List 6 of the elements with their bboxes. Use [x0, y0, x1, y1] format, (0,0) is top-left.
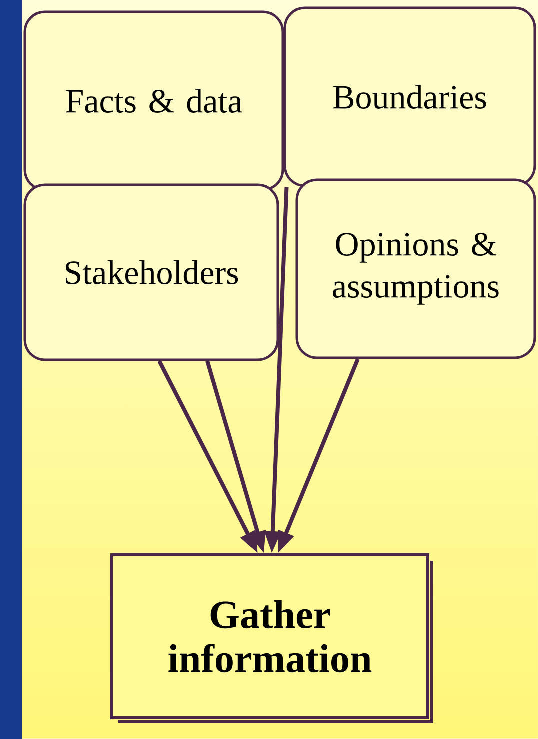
rounded-box: Stakeholders [24, 184, 280, 362]
rounded-box: Opinions & assumptions [296, 178, 536, 360]
process-box: Gather information [110, 554, 430, 720]
node-label: Boundaries [334, 85, 486, 109]
rounded-box: Boundaries [284, 6, 536, 188]
rounded-box: Facts & data [24, 10, 284, 192]
